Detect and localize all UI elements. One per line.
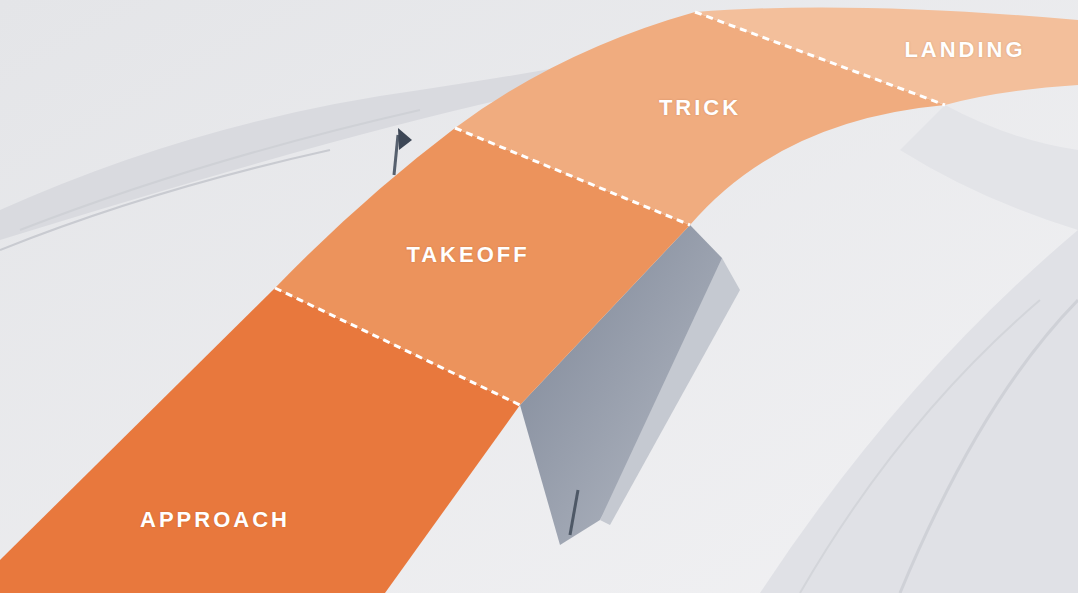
section-label: LANDING — [904, 39, 1025, 61]
jump-section-band: LANDING — [690, 0, 1078, 110]
section-label: TAKEOFF — [406, 244, 529, 266]
section-label: TRICK — [659, 97, 741, 119]
band-fill — [695, 8, 1078, 106]
section-label: APPROACH — [140, 509, 290, 531]
